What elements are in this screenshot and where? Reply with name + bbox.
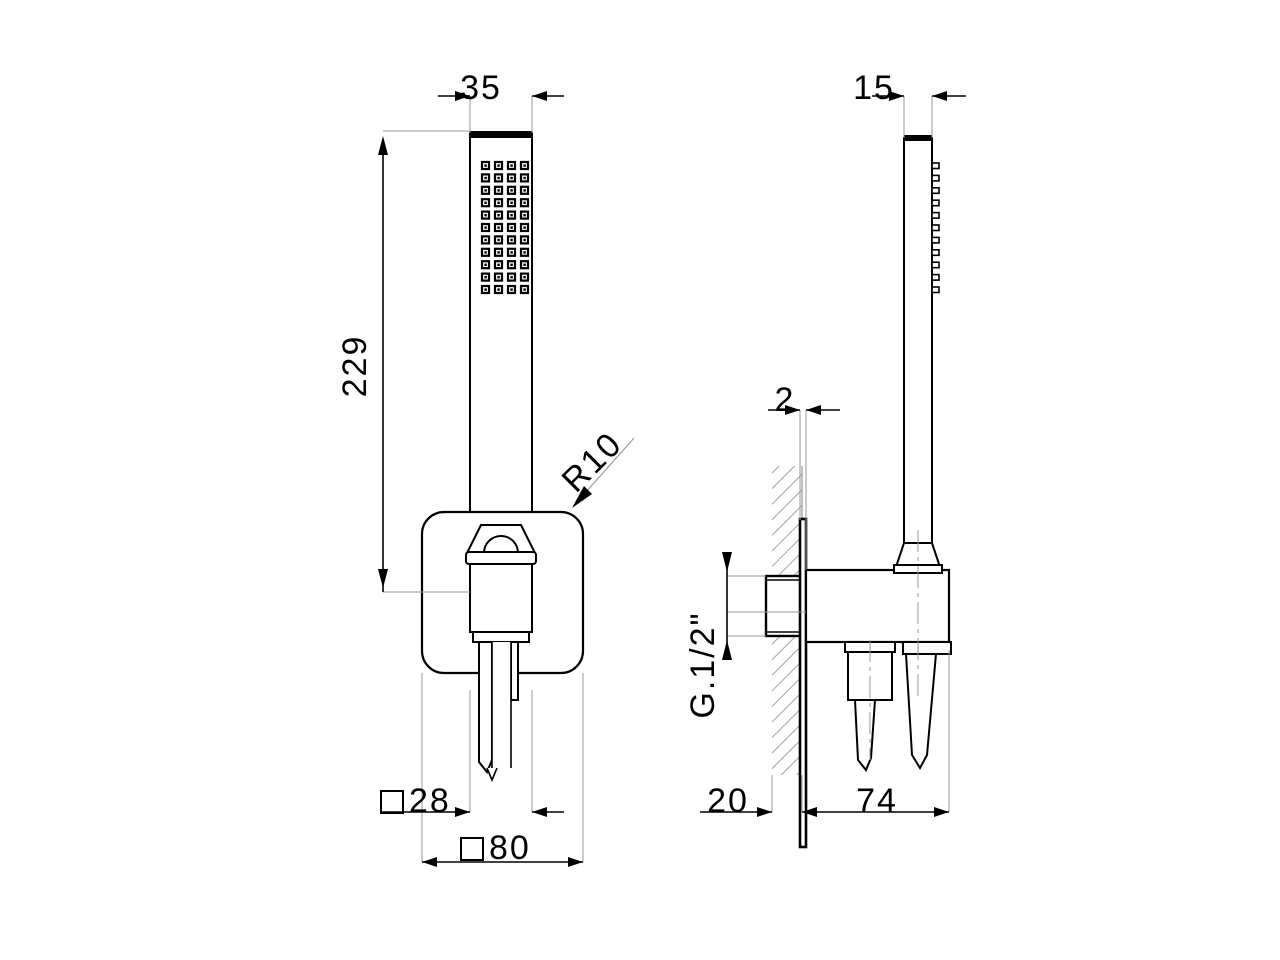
spray-nozzle-core [484, 226, 487, 229]
side-view-geometry [764, 135, 952, 849]
spray-nozzle-core [484, 214, 487, 217]
side-nozzle-marks [931, 162, 940, 294]
spray-nozzle-core [510, 263, 513, 266]
spray-nozzle-core [497, 238, 500, 242]
side-nozzle-mark [931, 199, 940, 207]
side-nozzle-mark [931, 211, 940, 219]
side-nozzle-mark [931, 249, 940, 257]
dim-width-handle: 15 [853, 69, 895, 107]
dim-plate-width-group: 80 [460, 829, 531, 867]
side-nozzle-mark [931, 187, 940, 195]
spray-nozzle-core [523, 238, 526, 242]
spray-nozzle-core [523, 276, 526, 279]
dim-wall-depth: 20 [707, 782, 749, 820]
handle-connector-front [465, 524, 537, 643]
spray-nozzle-core [523, 251, 526, 254]
spray-nozzle-core [523, 176, 526, 180]
spray-nozzle-core [497, 214, 500, 217]
spray-nozzle-core [510, 201, 513, 204]
front-view-geometry [420, 131, 585, 783]
spray-nozzle-core [484, 251, 487, 254]
spray-nozzle-core [510, 164, 513, 167]
hose-front [478, 641, 519, 783]
spray-nozzle-core [484, 238, 487, 242]
spray-nozzle-core [510, 176, 513, 180]
spray-nozzle-grid [480, 160, 530, 295]
spray-nozzle-core [523, 226, 526, 229]
spray-nozzle-core [484, 189, 487, 192]
dim-bracket-depth: 28 [409, 782, 451, 820]
dim-height-total: 229 [336, 335, 374, 398]
side-nozzle-mark [931, 236, 940, 244]
spray-nozzle-core [510, 189, 513, 192]
spray-nozzle-core [497, 251, 500, 254]
spray-nozzle-core [523, 288, 526, 291]
spray-nozzle-core [523, 164, 526, 167]
spray-nozzle-core [484, 201, 487, 204]
cover-plate-side [798, 517, 808, 849]
spray-nozzle-core [510, 238, 513, 242]
dim-projection: 74 [856, 782, 898, 820]
spray-nozzle-core [497, 201, 500, 204]
dim-plate-width: 80 [489, 829, 531, 867]
spray-nozzle-core [510, 226, 513, 229]
side-nozzle-mark [931, 224, 940, 232]
side-centerlines [869, 530, 919, 760]
spray-nozzle-core [497, 189, 500, 192]
spray-nozzle-core [497, 288, 500, 291]
spray-nozzle-core [523, 189, 526, 192]
side-extension-lines [727, 96, 950, 812]
side-nozzle-mark [931, 273, 940, 281]
side-nozzle-mark [931, 286, 940, 294]
spray-nozzle-core [484, 276, 487, 279]
spray-nozzle-core [497, 263, 500, 266]
square-symbol-icon-2 [460, 837, 484, 861]
spray-nozzle-core [497, 176, 500, 180]
spray-nozzle-core [510, 251, 513, 254]
spray-nozzle-core [484, 288, 487, 291]
spray-plate-edge [470, 131, 532, 138]
spray-nozzle-core [523, 201, 526, 204]
spray-nozzle-core [523, 263, 526, 266]
dim-plate-thickness: 2 [775, 381, 796, 419]
dim-width-head: 35 [460, 69, 502, 107]
spray-nozzle-core [484, 164, 487, 167]
spray-nozzle-core [497, 276, 500, 279]
wall-bracket-side [804, 568, 951, 644]
spray-nozzle-core [497, 226, 500, 229]
spray-nozzle-core [523, 214, 526, 217]
square-symbol-icon [380, 790, 404, 814]
spray-nozzle-core [510, 214, 513, 217]
side-nozzle-mark [931, 261, 940, 269]
spray-nozzle-core [484, 263, 487, 266]
spray-nozzle-core [484, 176, 487, 180]
dim-bracket-depth-group: 28 [380, 782, 451, 820]
side-nozzle-mark [931, 162, 940, 170]
spray-nozzle-core [510, 276, 513, 279]
spray-nozzle-core [497, 164, 500, 167]
front-dimension-lines [378, 91, 635, 867]
outlet-pipes-side [844, 641, 952, 772]
spray-nozzle-core [510, 288, 513, 291]
side-nozzle-mark [931, 174, 940, 182]
side-dimension-lines [700, 91, 966, 817]
dim-thread-size: G.1/2" [684, 611, 722, 718]
